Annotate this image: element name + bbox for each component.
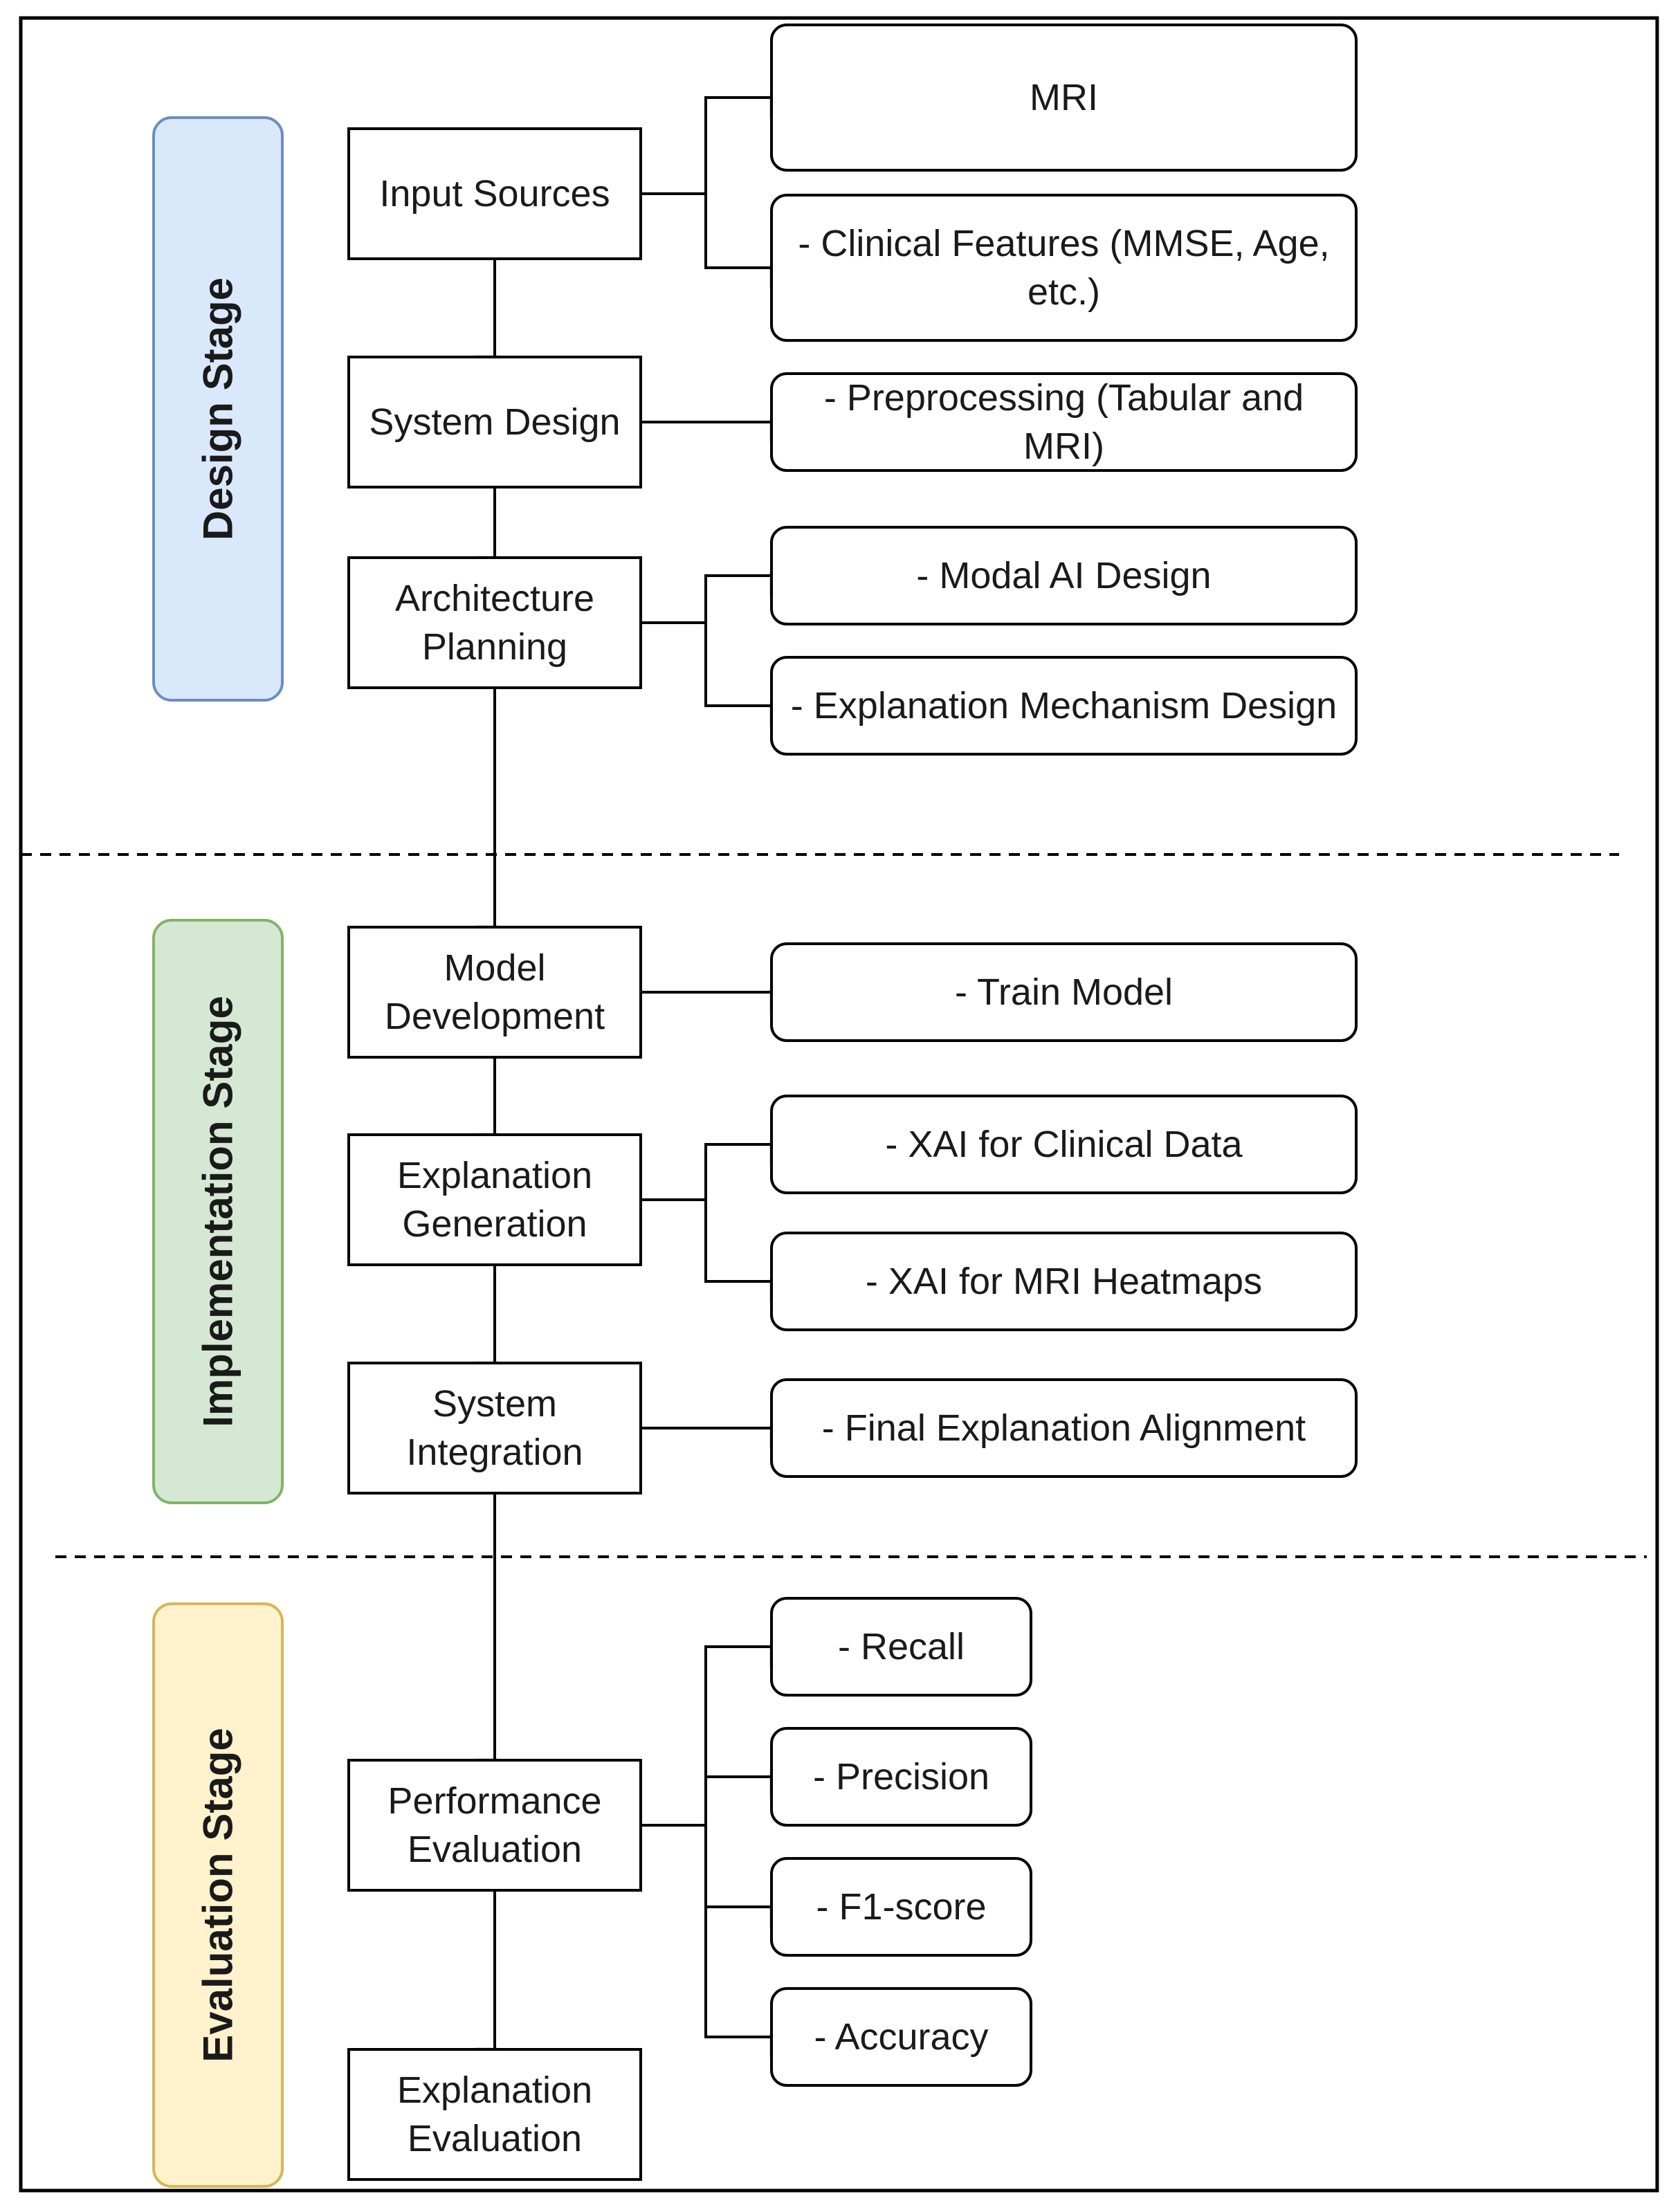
node-explanation-mechanism-design-box	[770, 656, 1358, 756]
node-mri-label: MRI	[1030, 77, 1098, 118]
node-clinical-features-box	[770, 194, 1358, 342]
stage-evaluation-label: Evaluation Stage	[195, 1728, 241, 2062]
node-clinical-features-label: - Clinical Features (MMSE, Age,etc.)	[798, 223, 1329, 313]
node-xai-clinical-box	[770, 1095, 1358, 1194]
node-precision: - Precision	[770, 1727, 1032, 1827]
stage-implementation-label: Implementation Stage	[195, 996, 241, 1427]
node-explanation-mechanism-design: - Explanation Mechanism Design	[770, 656, 1358, 756]
stage-implementation: Implementation Stage	[152, 919, 284, 1504]
node-accuracy: - Accuracy	[770, 1987, 1032, 2087]
node-explanation-generation-box	[347, 1133, 642, 1266]
node-input-sources-box	[347, 127, 642, 260]
node-accuracy-label: - Accuracy	[814, 2016, 988, 2058]
node-explanation-evaluation-box	[347, 2048, 642, 2181]
node-system-design-label: System Design	[369, 401, 620, 443]
arrow-explanation-generation-to-xai-clinical	[641, 1141, 794, 1201]
node-system-design: System Design	[347, 356, 642, 488]
arrow-architecture-planning-to-modal-ai-design	[641, 572, 794, 624]
node-system-integration-box	[347, 1362, 642, 1495]
node-f1-score-box	[770, 1857, 1032, 1957]
node-train-model-box	[770, 942, 1358, 1042]
arrow-explanation-generation-to-xai-mri	[641, 1198, 794, 1302]
stage-evaluation-panel	[152, 1602, 284, 2188]
stage-design-panel	[152, 116, 284, 702]
node-precision-label: - Precision	[813, 1756, 989, 1798]
node-performance-evaluation-box	[347, 1759, 642, 1892]
arrow-performance-evaluation-to-accuracy	[641, 1824, 794, 2058]
node-clinical-features: - Clinical Features (MMSE, Age,etc.)	[770, 194, 1358, 342]
node-final-alignment-label: - Final Explanation Alignment	[822, 1407, 1306, 1449]
node-mri-box	[770, 24, 1358, 172]
node-mri: MRI	[770, 24, 1358, 172]
node-recall: - Recall	[770, 1597, 1032, 1697]
node-recall-box	[770, 1597, 1032, 1697]
node-xai-mri-box	[770, 1232, 1358, 1331]
node-explanation-mechanism-design-label: - Explanation Mechanism Design	[791, 685, 1337, 726]
node-modal-ai-design-label: - Modal AI Design	[916, 555, 1211, 596]
arrow-input-sources-to-mri	[641, 94, 794, 195]
node-input-sources: Input Sources	[347, 127, 642, 260]
node-recall-label: - Recall	[838, 1626, 965, 1667]
node-xai-mri: - XAI for MRI Heatmaps	[770, 1232, 1358, 1331]
node-accuracy-box	[770, 1987, 1032, 2087]
arrow-performance-evaluation-to-precision	[641, 1773, 794, 1827]
outer-frame	[19, 16, 1659, 2193]
stage-implementation-panel	[152, 919, 284, 1504]
node-input-sources-label: Input Sources	[379, 173, 610, 214]
node-modal-ai-design: - Modal AI Design	[770, 526, 1358, 625]
stage-design-label: Design Stage	[195, 277, 241, 540]
node-architecture-planning-box	[347, 556, 642, 689]
node-final-alignment: - Final Explanation Alignment	[770, 1378, 1358, 1478]
arrow-architecture-planning-to-explanation-mechanism-design	[641, 621, 794, 726]
arrow-input-sources-to-clinical-features	[641, 192, 794, 289]
node-model-development-box	[347, 926, 642, 1059]
node-train-model-label: - Train Model	[955, 971, 1173, 1013]
stage-evaluation: Evaluation Stage	[152, 1602, 284, 2188]
stage-design: Design Stage	[152, 116, 284, 702]
node-f1-score: - F1-score	[770, 1857, 1032, 1957]
node-precision-box	[770, 1727, 1032, 1827]
node-train-model: - Train Model	[770, 942, 1358, 1042]
node-system-design-box	[347, 356, 642, 488]
node-xai-clinical-label: - XAI for Clinical Data	[885, 1124, 1243, 1165]
node-xai-mri-label: - XAI for MRI Heatmaps	[866, 1261, 1262, 1302]
node-modal-ai-design-box	[770, 526, 1358, 625]
node-preprocessing-box	[770, 372, 1358, 472]
node-xai-clinical: - XAI for Clinical Data	[770, 1095, 1358, 1194]
node-f1-score-label: - F1-score	[816, 1886, 986, 1928]
node-final-alignment-box	[770, 1378, 1358, 1478]
connectors	[474, 94, 794, 2072]
